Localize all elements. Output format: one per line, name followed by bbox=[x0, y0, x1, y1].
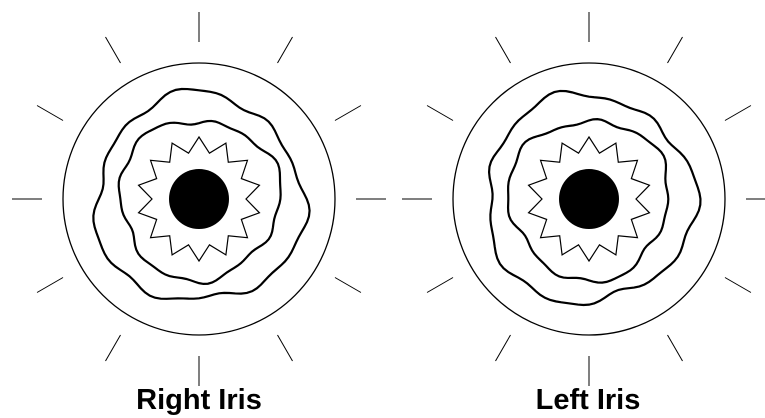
radial-tick bbox=[37, 106, 63, 121]
radial-tick bbox=[496, 335, 511, 361]
pupil bbox=[559, 169, 619, 229]
right-iris-caption: Right Iris bbox=[136, 386, 262, 415]
radial-tick bbox=[335, 106, 361, 121]
radial-tick bbox=[427, 278, 453, 293]
radial-tick bbox=[725, 278, 751, 293]
radial-tick bbox=[278, 37, 293, 63]
right-iris-drawing bbox=[12, 12, 386, 386]
radial-tick bbox=[496, 37, 511, 63]
left-iris-caption: Left Iris bbox=[536, 386, 641, 415]
radial-tick bbox=[37, 278, 63, 293]
radial-tick bbox=[668, 335, 683, 361]
radial-tick bbox=[668, 37, 683, 63]
radial-tick bbox=[725, 106, 751, 121]
radial-tick bbox=[106, 37, 121, 63]
radial-tick bbox=[335, 278, 361, 293]
radial-tick bbox=[106, 335, 121, 361]
radial-tick bbox=[278, 335, 293, 361]
left-iris-drawing bbox=[402, 12, 765, 386]
radial-tick bbox=[427, 106, 453, 121]
pupil bbox=[169, 169, 229, 229]
